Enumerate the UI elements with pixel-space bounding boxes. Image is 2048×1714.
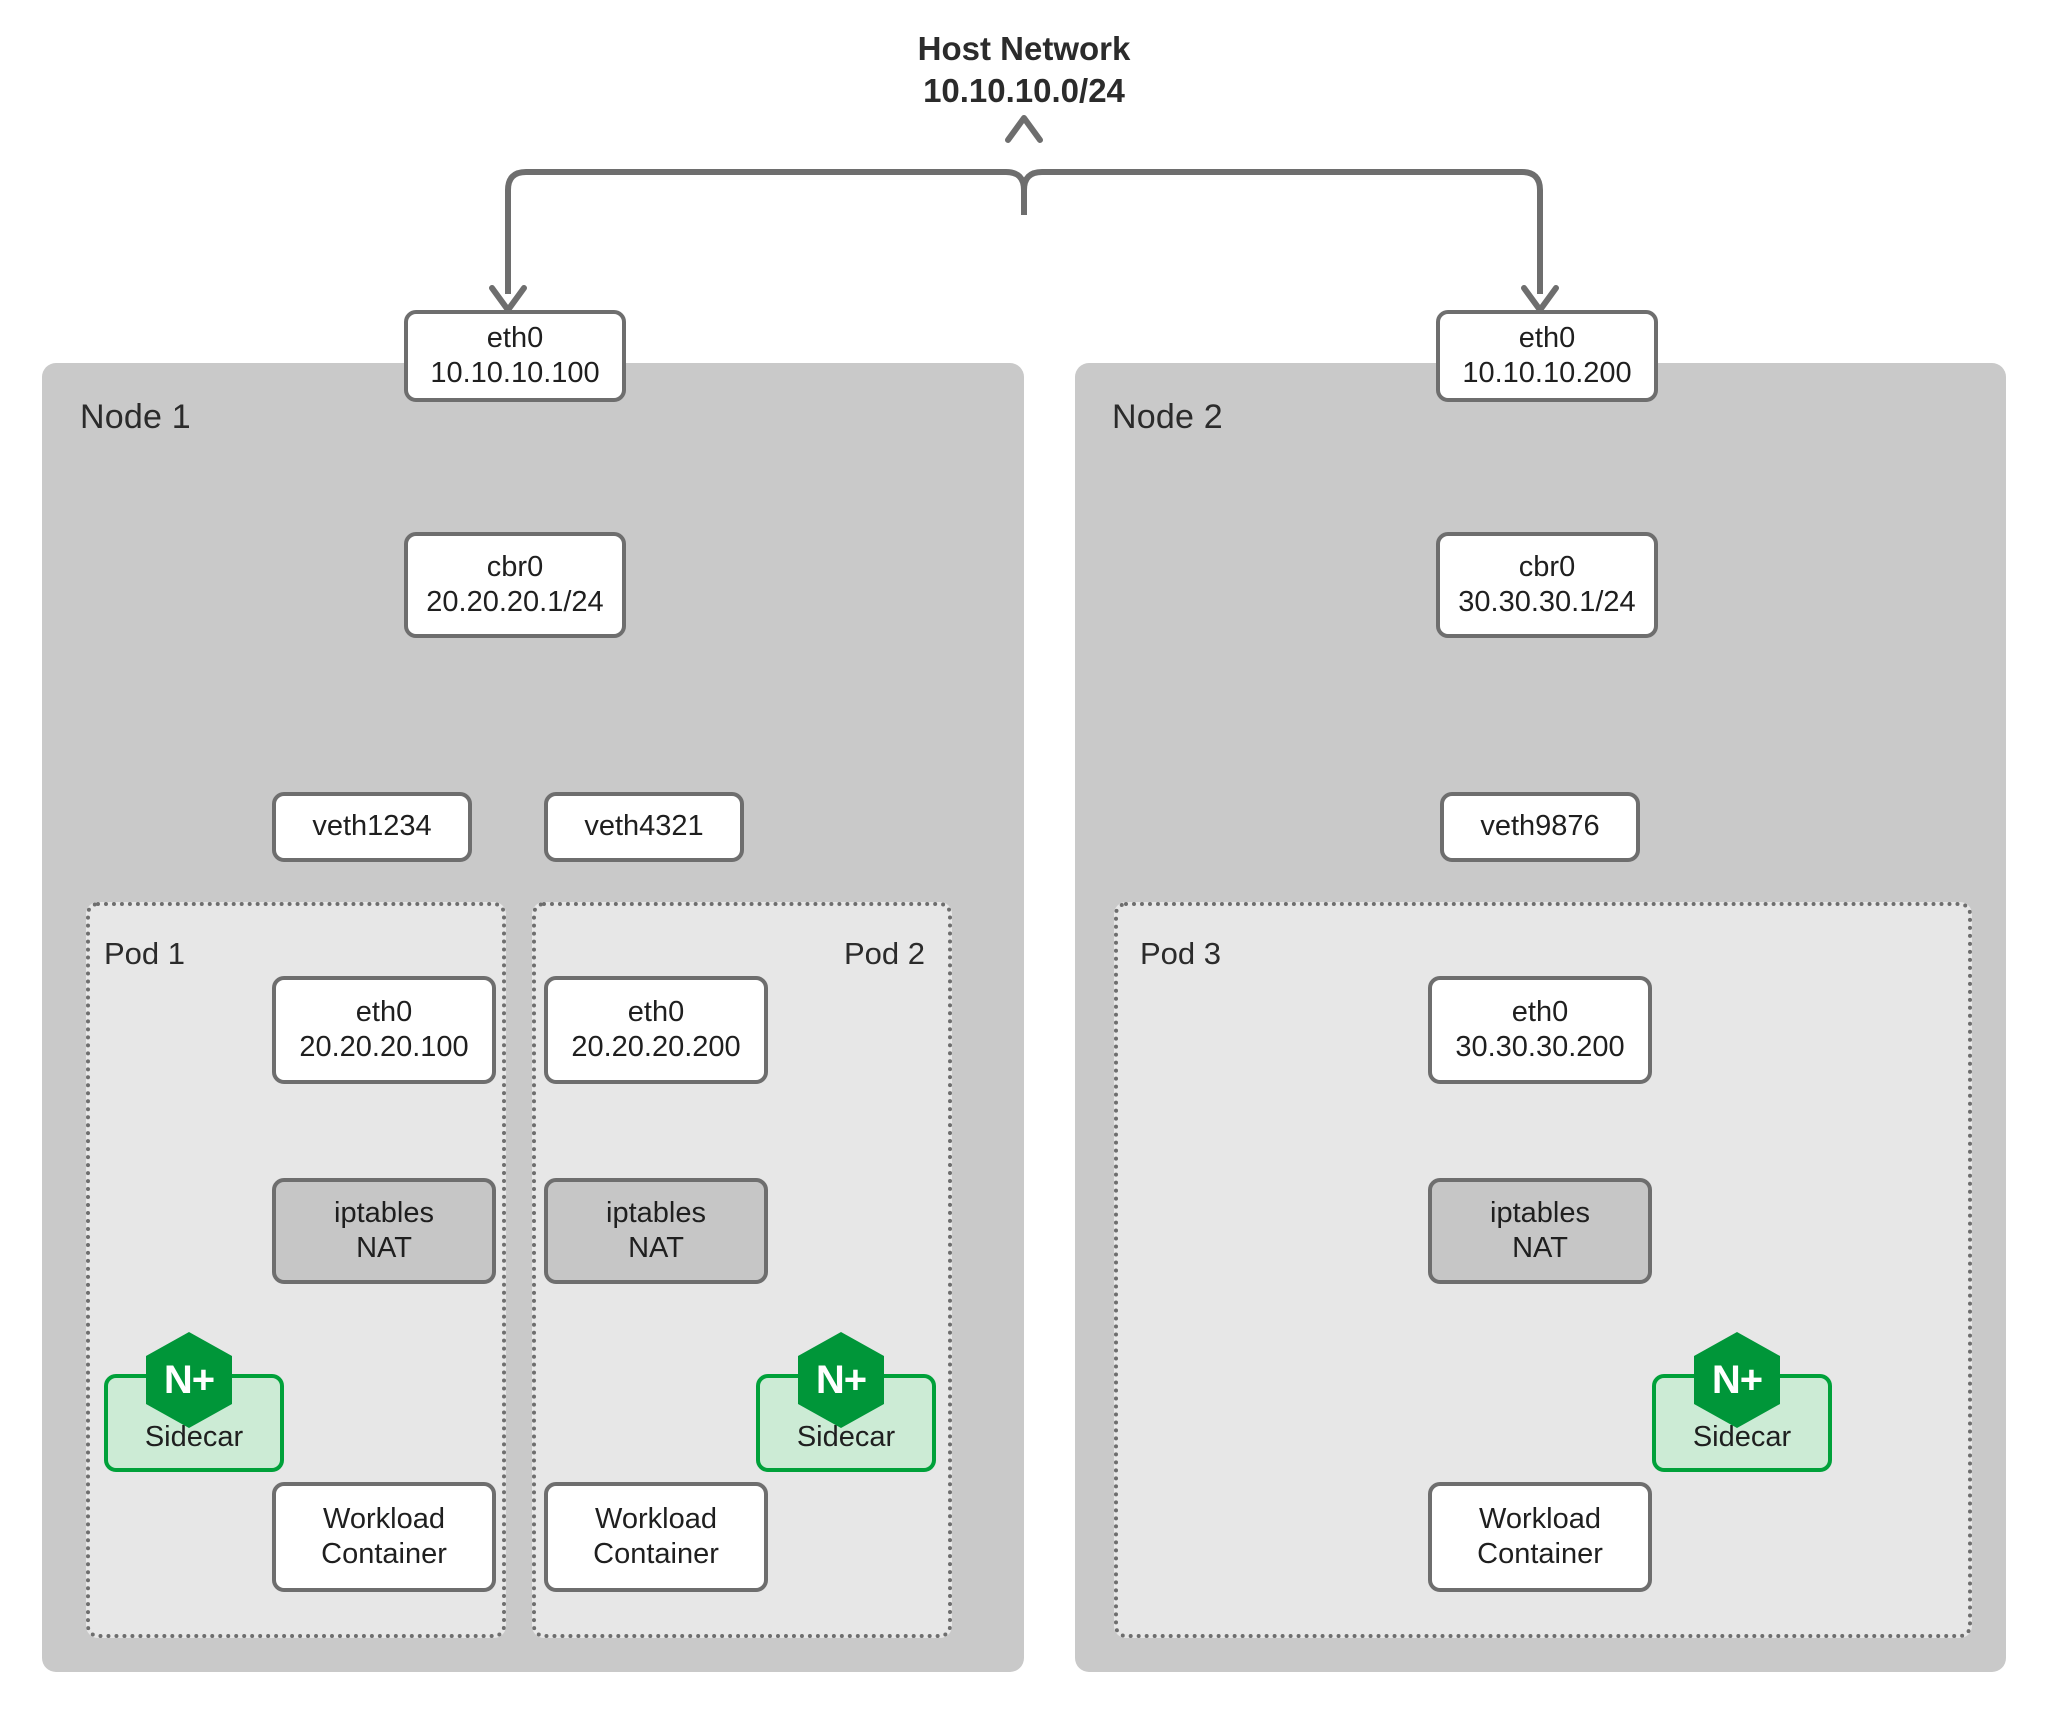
pod1-workload-container-box[interactable]: Workload Container [272, 1482, 496, 1592]
node2-veth9876-label: veth9876 [1480, 810, 1600, 843]
page-title: Host Network 10.10.10.0/24 [824, 28, 1224, 112]
pod1-workload-line-1: Workload [323, 1502, 445, 1535]
pod3-eth0-name: eth0 [1511, 995, 1569, 1028]
pod3-sidecar-label: Sidecar [1692, 1421, 1792, 1453]
pod3-nginx-plus-icon: N+ [1694, 1332, 1780, 1428]
pod1-nginx-plus-text: N+ [163, 1358, 215, 1402]
node2-eth0-name: eth0 [1518, 321, 1576, 354]
pod3-workload-line-2: Container [1477, 1538, 1603, 1570]
pod2-nat-line-1: iptables [606, 1196, 706, 1229]
title-line-2: 10.10.10.0/24 [923, 72, 1125, 110]
node2-eth0-ip: 10.10.10.200 [1462, 357, 1632, 389]
pod3-nat-line-1: iptables [1490, 1196, 1590, 1229]
node1-cbr0-ip: 20.20.20.1/24 [426, 586, 604, 618]
node1-veth1234-label: veth1234 [312, 810, 432, 843]
pod3-workload-container-box[interactable]: Workload Container [1428, 1482, 1652, 1592]
pod1-workload-line-2: Container [321, 1538, 447, 1570]
pod2-workload-line-2: Container [593, 1538, 719, 1570]
pod1-iptables-nat-box[interactable]: iptables NAT [272, 1178, 496, 1284]
pod2-eth0-name: eth0 [627, 995, 685, 1028]
pod2-nginx-plus-text: N+ [815, 1358, 867, 1402]
node1-veth4321-box[interactable]: veth4321 [544, 792, 744, 862]
node1-veth4321-label: veth4321 [584, 810, 704, 843]
node1-eth0-ip: 10.10.10.100 [430, 357, 600, 389]
node-label-1: Node 1 [80, 398, 191, 436]
pod2-workload-line-1: Workload [595, 1502, 717, 1535]
node2-cbr0-ip: 30.30.30.1/24 [1458, 586, 1636, 618]
pod2-nat-line-2: NAT [628, 1232, 684, 1264]
pod2-iptables-nat-box[interactable]: iptables NAT [544, 1178, 768, 1284]
node1-cbr0-name: cbr0 [486, 550, 544, 583]
title-line-1: Host Network [917, 30, 1131, 67]
node-label-2: Node 2 [1112, 398, 1223, 436]
node2-cbr0-name: cbr0 [1518, 550, 1576, 583]
pod-label-3: Pod 3 [1140, 936, 1222, 971]
pod1-nat-line-2: NAT [356, 1232, 412, 1264]
pod1-sidecar-label: Sidecar [144, 1421, 244, 1453]
pod3-iptables-nat-box[interactable]: iptables NAT [1428, 1178, 1652, 1284]
node2-eth0-box[interactable]: eth0 10.10.10.200 [1436, 310, 1658, 402]
pod2-workload-container-box[interactable]: Workload Container [544, 1482, 768, 1592]
node2-veth9876-box[interactable]: veth9876 [1440, 792, 1640, 862]
pod3-nat-line-2: NAT [1512, 1232, 1568, 1264]
pod3-nginx-plus-text: N+ [1711, 1358, 1763, 1402]
host-network-trunk [489, 115, 1559, 313]
pod2-eth0-box[interactable]: eth0 20.20.20.200 [544, 976, 768, 1084]
node1-eth0-box[interactable]: eth0 10.10.10.100 [404, 310, 626, 402]
pod1-eth0-name: eth0 [355, 995, 413, 1028]
pod-label-2: Pod 2 [844, 936, 926, 971]
pod3-workload-line-1: Workload [1479, 1502, 1601, 1535]
pod2-sidecar-label: Sidecar [796, 1421, 896, 1453]
pod2-eth0-ip: 20.20.20.200 [571, 1031, 741, 1063]
node1-eth0-name: eth0 [486, 321, 544, 354]
pod-label-1: Pod 1 [104, 936, 186, 971]
node1-cbr0-box[interactable]: cbr0 20.20.20.1/24 [404, 532, 626, 638]
pod3-eth0-ip: 30.30.30.200 [1455, 1031, 1625, 1063]
pod1-eth0-ip: 20.20.20.100 [299, 1031, 469, 1063]
node2-cbr0-box[interactable]: cbr0 30.30.30.1/24 [1436, 532, 1658, 638]
pod1-eth0-box[interactable]: eth0 20.20.20.100 [272, 976, 496, 1084]
pod1-nat-line-1: iptables [334, 1196, 434, 1229]
pod3-eth0-box[interactable]: eth0 30.30.30.200 [1428, 976, 1652, 1084]
node1-veth1234-box[interactable]: veth1234 [272, 792, 472, 862]
